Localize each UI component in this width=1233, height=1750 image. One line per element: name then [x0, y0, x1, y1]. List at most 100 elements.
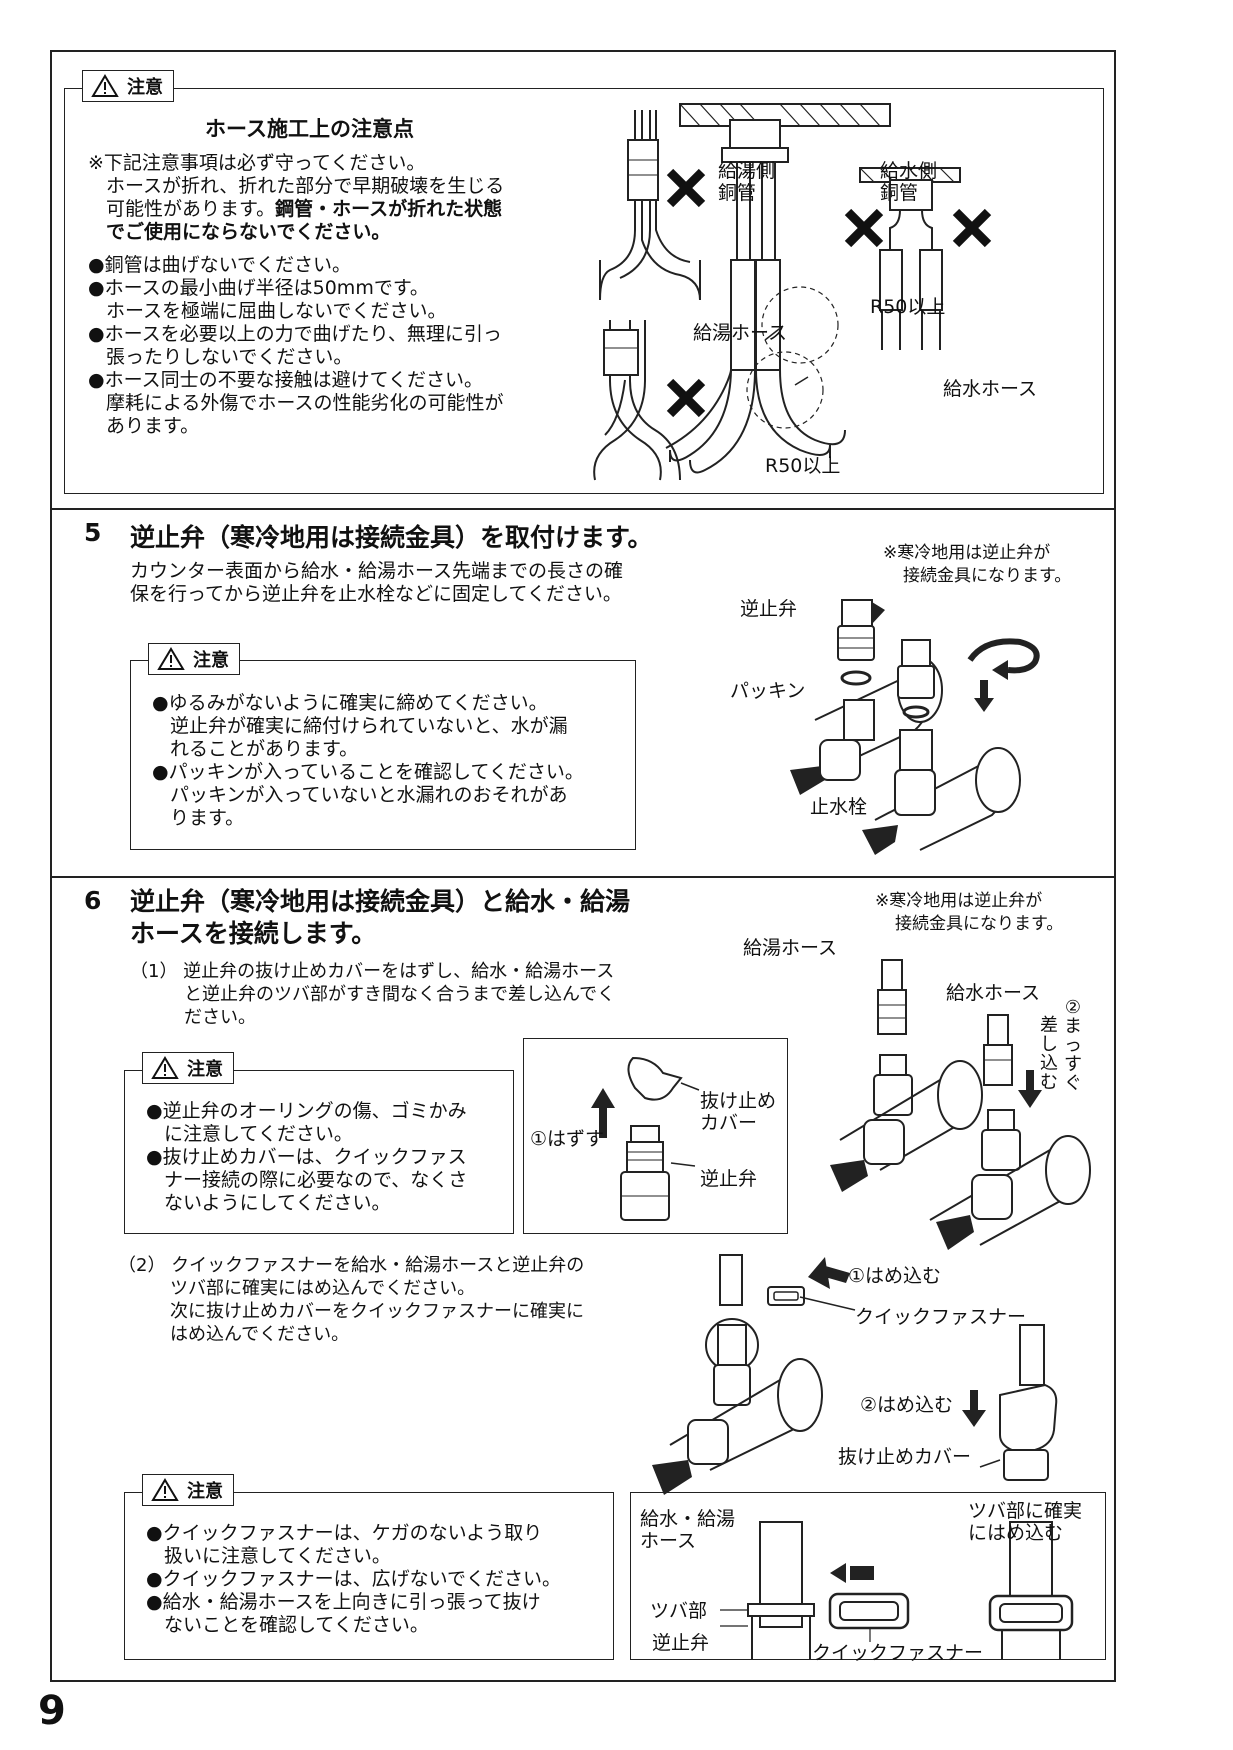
caution-label: 注意	[187, 1481, 223, 1502]
flange-label: ツバ部	[650, 1600, 708, 1622]
text-line: 可能性があります。	[106, 198, 276, 220]
step-number: 5	[84, 518, 102, 547]
check-valve-install-figure	[790, 599, 1040, 855]
step6-caution1-text: ●逆止弁のオーリングの傷、ゴミかみ に注意してください。 ●抜け止めカバーは、ク…	[146, 1100, 468, 1214]
step-number: 6	[84, 886, 102, 915]
caution-tag: 注意	[82, 70, 174, 102]
flange-detail-figure	[720, 1521, 1074, 1660]
check-valve-label: 逆止弁	[652, 1632, 710, 1654]
ng-cross-icon	[666, 168, 706, 208]
step6-caution-box-2	[124, 1492, 614, 1660]
bold-text: 鋼管・ホースが折れた状態	[275, 198, 503, 220]
cold-hose-part	[983, 1014, 1013, 1086]
left-arrow-icon	[836, 1566, 874, 1580]
bullet-item: ●ホースの最小曲げ半径は50mmです。	[88, 277, 429, 299]
check-valve-label: 逆止弁	[700, 1168, 758, 1190]
bad-bend-example	[599, 110, 701, 301]
flange-detail-figure-box	[630, 1492, 1106, 1660]
bullet-item: 張ったりしないでください。	[106, 346, 353, 368]
hose-caution-text: ※下記注意事項は必ず守ってください。 ホースが折れ、折れた部分で早期破壊を生じる…	[88, 152, 504, 438]
remove-cover-figure	[591, 1056, 700, 1221]
cold-hose-label: 給水ホース	[943, 378, 1038, 400]
cover-label: 抜け止めカバー	[838, 1446, 972, 1468]
step5-caution-box	[130, 660, 636, 850]
hose-caution-box	[64, 88, 1104, 494]
check-valve-part	[620, 1125, 670, 1221]
step5-caution-text: ●ゆるみがないように確実に締めてください。 逆止弁が確実に締付けられていないと、…	[152, 692, 584, 829]
step5-body: カウンター表面から給水・給湯ホース先端までの長さの確 保を行ってから逆止弁を止水…	[130, 560, 624, 605]
quick-fastener-label: クイックファスナー	[855, 1306, 1027, 1328]
caution-label: 注意	[193, 650, 229, 671]
assembled-part	[988, 1521, 1074, 1660]
quick-fastener-figure	[652, 1254, 1058, 1495]
packing-label: パッキン	[730, 680, 806, 702]
step6-caution-box-1	[124, 1070, 514, 1234]
bullet-item: あります。	[106, 415, 200, 437]
bullet-item: ●銅管は曲げないでください。	[88, 254, 352, 276]
cover-label: 抜け止めカバー	[700, 1090, 777, 1134]
step6-heading: 逆止弁（寒冷地用は接続金具）と給水・給湯 ホースを接続します。	[130, 887, 631, 948]
cover-part	[627, 1056, 683, 1101]
hose-bending-figure	[593, 103, 992, 481]
radius-label-upper: R50以上	[870, 296, 946, 318]
step5-heading: 逆止弁（寒冷地用は接続金具）を取付けます。	[130, 523, 653, 552]
step6-sub1: （1） 逆止弁の抜け止めカバーをはずし、給水・給湯ホース と逆止弁のツバ部がすき…	[130, 961, 616, 1028]
step6-sub2: （2） クイックファスナーを給水・給湯ホースと逆止弁の ツバ部に確実にはめ込んで…	[118, 1255, 585, 1345]
step6-caution2-text: ●クイックファスナーは、ケガのないよう取り 扱いに注意してください。 ●クイック…	[146, 1522, 562, 1636]
down-arrow-icon	[962, 1390, 986, 1427]
bad-bend-example	[859, 167, 961, 350]
remove-cover-figure-box	[523, 1038, 788, 1234]
down-arrow-icon	[1018, 1070, 1042, 1108]
check-valve-part	[837, 599, 885, 661]
bullet-item: ●ホース同士の不要な接触は避けてください。	[88, 369, 484, 391]
ng-cross-icon	[844, 208, 884, 248]
caution-tag: 注意	[148, 643, 240, 675]
cold-hose-label: 給水ホース	[946, 982, 1041, 1004]
hot-hose-part	[877, 959, 907, 1035]
warning-icon	[151, 1056, 179, 1079]
cold-region-note: ※寒冷地用は逆止弁が 接続金具になります。	[883, 543, 1072, 586]
section-divider	[50, 508, 1116, 510]
caution-tag: 注意	[142, 1474, 234, 1506]
caution-label: 注意	[127, 77, 163, 98]
check-valve-label: 逆止弁	[740, 598, 798, 620]
hot-hose-label: 給湯ホース	[693, 322, 788, 344]
quick-fastener-label: クイックファスナー	[812, 1642, 984, 1664]
section-divider	[50, 876, 1116, 878]
bullet-item: ●ホースを必要以上の力で曲げたり、無理に引っ	[88, 323, 502, 345]
left-arrow-icon	[808, 1257, 850, 1289]
rotate-arrow-icon	[967, 638, 1040, 674]
text-line: ※下記注意事項は必ず守ってください。	[88, 152, 426, 174]
stop-valve-label: 止水栓	[810, 796, 868, 818]
fit-step2-label: ②はめ込む	[860, 1394, 954, 1416]
bullet-item: 摩耗による外傷でホースの性能劣化の可能性が	[106, 392, 504, 414]
radius-label-lower: R50以上	[765, 455, 841, 477]
caution-label: 注意	[187, 1059, 223, 1080]
bad-cross-example	[593, 320, 681, 481]
quick-fastener-part	[767, 1286, 805, 1306]
warning-icon	[157, 647, 185, 670]
warning-icon	[91, 74, 119, 97]
insert-hose-figure	[830, 959, 1091, 1250]
page-number: 9	[38, 1688, 66, 1734]
hot-hose-label: 給湯ホース	[743, 937, 838, 959]
packing-part	[840, 670, 872, 686]
ng-cross-icon	[666, 378, 706, 418]
bold-text: でご使用にならないでください。	[106, 221, 391, 243]
bullet-item: ホースを極端に屈曲しないでください。	[106, 300, 447, 322]
stop-valve-part	[862, 639, 1021, 855]
fit-step1-label: ①はめ込む	[848, 1265, 942, 1287]
cold-pipe-label: 給水側銅管	[880, 160, 938, 204]
ng-cross-icon	[952, 208, 992, 248]
cold-region-note: ※寒冷地用は逆止弁が 接続金具になります。	[875, 891, 1064, 934]
correct-hose-example	[665, 103, 891, 474]
hose-caution-title: ホース施工上の注意点	[205, 117, 414, 141]
remove-label: ①はずす	[530, 1128, 605, 1150]
valve-assembly	[652, 1254, 823, 1495]
stop-valve-part	[830, 1054, 983, 1192]
page-frame	[50, 50, 1116, 1682]
warning-icon	[151, 1478, 179, 1501]
down-arrow-icon	[974, 680, 994, 712]
hose-label: 給水・給湯ホース	[640, 1508, 736, 1552]
